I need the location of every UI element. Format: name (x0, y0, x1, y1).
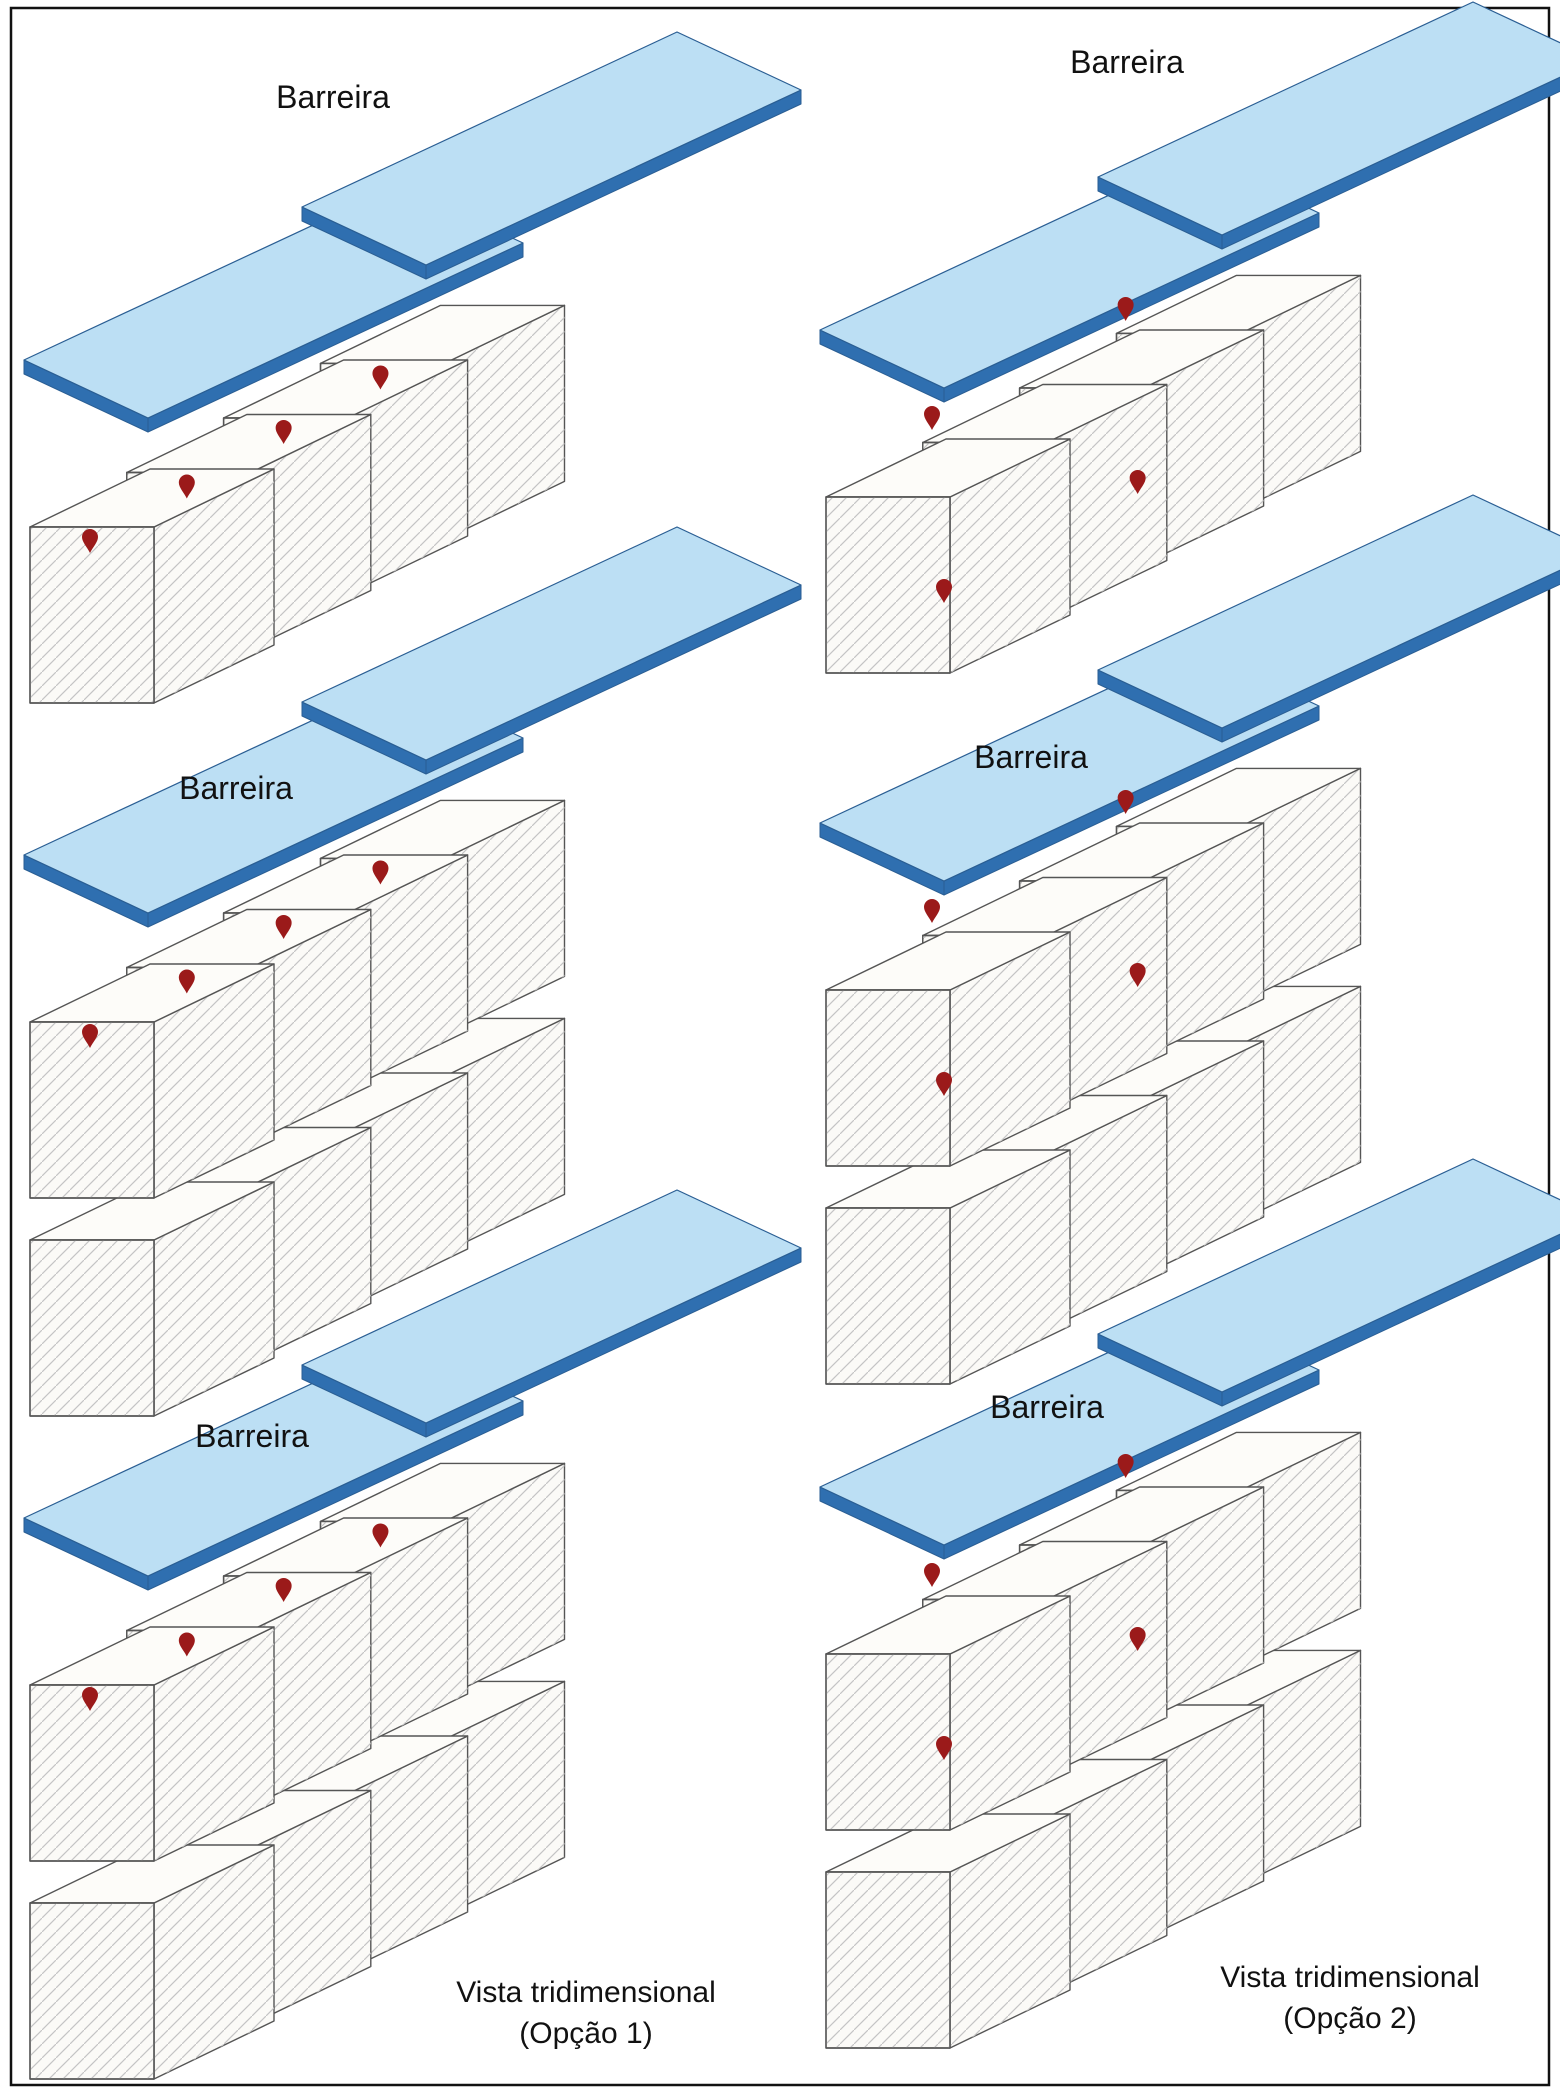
caption-option2-title: Vista tridimensional (1220, 1961, 1480, 1994)
option1-group1-cube-0-2-side-hatch (347, 360, 468, 594)
diagram-texts: Barreira Barreira Barreira Barreira Barr… (179, 44, 1480, 2050)
caption-option1-title: Vista tridimensional (456, 1976, 716, 2009)
option2-group1-cube-0-3-side-hatch (1240, 275, 1361, 510)
option2-group2-cube-0-2-side-hatch (1143, 823, 1264, 1057)
map-pin-icon (82, 529, 98, 553)
option2-group1-cube-0-0-side-hatch (950, 439, 1070, 673)
caption-option2-subtitle: (Opção 2) (1283, 2002, 1416, 2035)
option2-group3-cube-1-1-side-hatch (1046, 1759, 1167, 1994)
option2-group1-barrier-back-top (1097, 1, 1560, 236)
map-pin-icon (178, 969, 195, 994)
map-pin-icon (924, 1563, 940, 1587)
option1-group1-cube-0-1-side-hatch (250, 414, 371, 649)
option2-group3-cube-0-2-side-hatch (1143, 1487, 1264, 1721)
option1-group2-cube-0-3-side-hatch (444, 800, 565, 1035)
option2-group3-cube-0-0-side-hatch (950, 1596, 1070, 1830)
barrier-label-option2-middle: Barreira (974, 739, 1088, 775)
option2-group2-cube-0-3-side-hatch (1240, 768, 1361, 1003)
map-pin-icon (924, 406, 940, 430)
option2-group2-barrier-back-top (1097, 494, 1560, 729)
option1-group3-cube-0-3-side-hatch (444, 1463, 565, 1698)
option1-group3-cube-0-0-side-hatch (154, 1627, 274, 1861)
barrier-label-option1-top: Barreira (276, 79, 390, 115)
option1-group2-cube-0-0-side-hatch (154, 964, 274, 1198)
option1-group3-barrier-back-top (301, 1189, 802, 1424)
option2-group3-cube-0-3-side-hatch (1240, 1432, 1361, 1667)
option2-group3-cube-1-3-side-hatch (1240, 1650, 1361, 1885)
option1-group2-cube-0-1-side-hatch (250, 909, 371, 1144)
option1-group1-cube-0-0-side-hatch (154, 469, 274, 703)
option2-group3-cube-1-0-front-hatch (825, 1871, 951, 2049)
option1-group3-cube-1-0-front-hatch (29, 1902, 155, 2080)
barrier-label-option2-bottom: Barreira (990, 1389, 1104, 1425)
option2-group3-cube-1-2-side-hatch (1143, 1705, 1264, 1939)
map-pin-icon (936, 1072, 952, 1096)
option1-group3-cube-1-3-side-hatch (444, 1681, 565, 1916)
option2-group2-cube-0-0-side-hatch (950, 932, 1070, 1166)
map-pin-icon (275, 914, 292, 939)
option2-group2-cube-1-2-side-hatch (1143, 1041, 1264, 1275)
option1-group3-cube-1-1-side-hatch (250, 1790, 371, 2025)
option1-group2-cube-1-3-side-hatch (444, 1018, 565, 1253)
option2-group1-cube-0-0-front-hatch (825, 496, 951, 674)
option1-group2-cube-0-2-side-hatch (347, 855, 468, 1089)
option2-group2-cube-1-3-side-hatch (1240, 986, 1361, 1221)
map-pin-icon (178, 1632, 195, 1657)
option2-group1-cube-0-1-side-hatch (1046, 384, 1167, 619)
option1-group3-cube-0-2-side-hatch (347, 1518, 468, 1752)
map-pin-icon (178, 474, 195, 499)
map-pin-icon (1117, 1453, 1134, 1478)
option1-group1-cube-0-3-side-hatch (444, 305, 565, 540)
map-pin-icon (1117, 789, 1134, 814)
map-pin-icon (936, 1736, 952, 1760)
option1-group2-barrier-back-top (301, 526, 802, 761)
map-pin-icon (82, 1024, 98, 1048)
option1-group2-cube-1-2-side-hatch (347, 1073, 468, 1307)
map-pin-icon (372, 860, 389, 885)
option1-group3-cube-0-1-side-hatch (250, 1572, 371, 1807)
option2-group2-cube-1-0-side-hatch (950, 1150, 1070, 1384)
map-pin-icon (1129, 962, 1146, 987)
option1-group1-cube-0-0-front-hatch (29, 526, 155, 704)
option1-group2-cube-1-0-front-hatch (29, 1239, 155, 1417)
option2-group2-cube-1-0-front-hatch (825, 1207, 951, 1385)
option1-group1-barrier-back-top (301, 31, 802, 266)
caption-option1-subtitle: (Opção 1) (519, 2017, 652, 2050)
option1-group3-cube-1-0-side-hatch (154, 1845, 274, 2079)
option2-group3-cube-0-0-front-hatch (825, 1653, 951, 1831)
map-pin-icon (82, 1687, 98, 1711)
barrier-label-option1-middle: Barreira (179, 770, 293, 806)
map-pin-icon (924, 899, 940, 923)
map-pin-icon (372, 365, 389, 390)
option2-group3-barrier-back-top (1097, 1158, 1560, 1393)
map-pin-icon (1117, 296, 1134, 321)
map-pin-icon (936, 579, 952, 603)
map-pin-icon (275, 419, 292, 444)
map-pin-icon (1129, 469, 1146, 494)
map-pin-icon (372, 1523, 389, 1548)
barrier-label-option2-top: Barreira (1070, 44, 1184, 80)
option1-group3-cube-0-0-front-hatch (29, 1684, 155, 1862)
option2-group3-cube-1-0-side-hatch (950, 1814, 1070, 2048)
map-pin-icon (275, 1577, 292, 1602)
barrier-label-option1-bottom: Barreira (195, 1418, 309, 1454)
option2-group3-cube-0-1-side-hatch (1046, 1541, 1167, 1776)
option2-group2-cube-1-1-side-hatch (1046, 1095, 1167, 1330)
option2-group2-cube-0-1-side-hatch (1046, 877, 1167, 1112)
diagram-geometry (23, 1, 1560, 2080)
option1-group3-cube-1-2-side-hatch (347, 1736, 468, 1970)
option1-group2-cube-1-1-side-hatch (250, 1127, 371, 1362)
option1-group2-cube-0-0-front-hatch (29, 1021, 155, 1199)
option2-group1-cube-0-2-side-hatch (1143, 330, 1264, 564)
map-pin-icon (1129, 1626, 1146, 1651)
option2-group2-cube-0-0-front-hatch (825, 989, 951, 1167)
option1-group2-cube-1-0-side-hatch (154, 1182, 274, 1416)
